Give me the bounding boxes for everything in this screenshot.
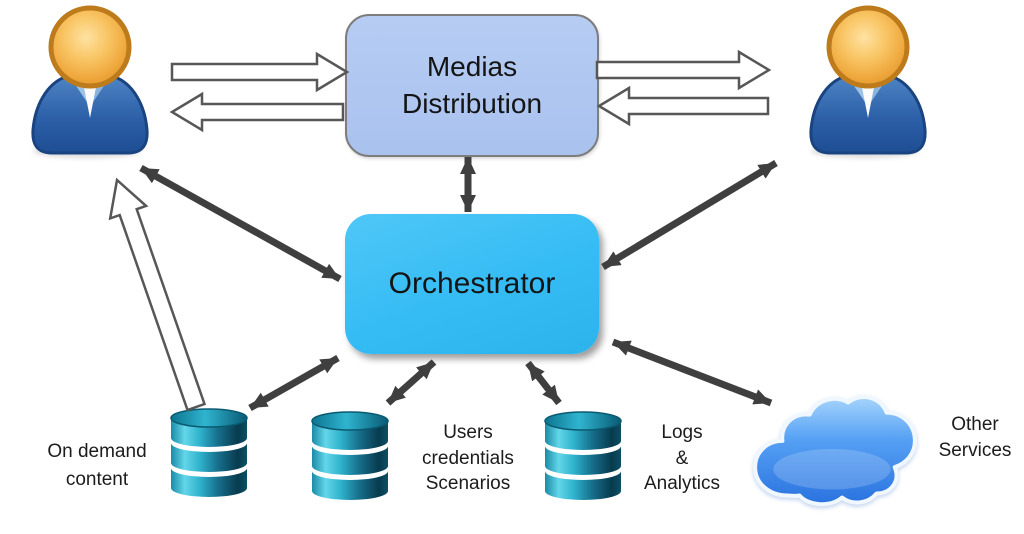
arrow-user-left-orchestrator (139, 164, 342, 283)
arrow-medias-to-user-right (595, 49, 772, 91)
orchestrator-label: Orchestrator (388, 267, 556, 300)
person-icon (803, 4, 933, 162)
database-icon (544, 410, 622, 500)
arrow-orchestrator-content-db (248, 354, 340, 412)
users-credentials-store (311, 410, 389, 500)
user-right (803, 4, 933, 162)
arrow-user-right-to-medias (596, 85, 770, 127)
arrow-orchestrator-logs-db (525, 360, 562, 406)
arrow-medias-to-user-left (169, 91, 345, 133)
cloud-icon (747, 388, 921, 512)
label-on-demand-content: On demand content (47, 441, 147, 490)
person-icon (25, 4, 155, 162)
label-other-services: Other Services (938, 414, 1012, 461)
medias-distribution-label: Medias Distribution (401, 51, 543, 119)
database-icon (311, 410, 389, 500)
arrow-user-left-to-medias (170, 51, 350, 93)
label-users-credentials-scenarios: Users credentials Scenarios (422, 422, 514, 495)
arrow-user-right-orchestrator (601, 160, 778, 270)
logs-analytics-store (544, 410, 622, 500)
label-logs-analytics: Logs & Analytics (643, 422, 721, 495)
medias-distribution-node: Medias Distribution (345, 14, 599, 157)
arrow-orchestrator-credentials-db (385, 359, 437, 406)
on-demand-content-store (170, 407, 248, 497)
database-icon (170, 407, 248, 497)
other-services-cloud (747, 388, 921, 512)
arrow-content-to-user-left (108, 177, 207, 412)
user-left (25, 4, 155, 162)
orchestrator-node: Orchestrator (345, 214, 599, 354)
